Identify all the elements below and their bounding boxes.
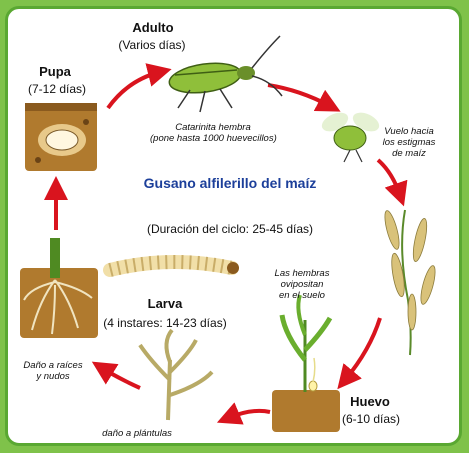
larva-illustration <box>110 262 239 274</box>
pupa-stage-days: (7-12 días) <box>28 82 84 96</box>
arrow-egg-to-seedling <box>228 411 270 418</box>
egg-note-line1: Las hembras <box>272 268 332 279</box>
arrow-silks-to-egg <box>345 318 380 380</box>
larva-stage-name: Larva <box>140 296 190 311</box>
roots-note-line1: Daño a raíces <box>18 360 88 371</box>
flight-note-line3: de maíz <box>378 148 440 159</box>
arrow-adult-to-flight <box>268 85 330 106</box>
egg-seedling-illustration <box>272 295 340 432</box>
arrow-seedling-to-roots <box>102 368 140 388</box>
adult-note-line2: (pone hasta 1000 huevecillos) <box>150 133 276 144</box>
flight-note-line1: Vuelo hacia <box>378 126 440 137</box>
diagram-title: Gusano alfilerillo del maíz <box>130 175 330 191</box>
egg-note-line2: ovipositan <box>272 279 332 290</box>
adult-stage-days: (Varios días) <box>112 38 192 52</box>
arrow-flight-to-silks <box>378 160 400 195</box>
roots-damage-illustration <box>20 238 98 338</box>
flying-beetle-illustration <box>319 109 382 162</box>
corn-silk-illustration <box>382 209 438 355</box>
roots-note-line2: y nudos <box>18 371 88 382</box>
flight-note-line2: los estigmas <box>378 137 440 148</box>
pupa-illustration <box>25 103 97 171</box>
larva-stage-days: (4 instares: 14-23 días) <box>100 316 230 330</box>
egg-stage-days: (6-10 días) <box>336 412 406 426</box>
arrow-pupa-to-adult <box>108 72 160 108</box>
cycle-duration: (Duración del ciclo: 25-45 días) <box>140 222 320 236</box>
damaged-seedling-illustration <box>140 330 212 420</box>
pupa-stage-name: Pupa <box>30 64 80 79</box>
egg-note-line3: en el suelo <box>272 290 332 301</box>
adult-note-line1: Catarinita hembra <box>158 122 268 133</box>
egg-stage-name: Huevo <box>342 394 398 409</box>
adult-stage-name: Adulto <box>128 20 178 35</box>
seedling-note: daño a plántulas <box>92 428 182 439</box>
